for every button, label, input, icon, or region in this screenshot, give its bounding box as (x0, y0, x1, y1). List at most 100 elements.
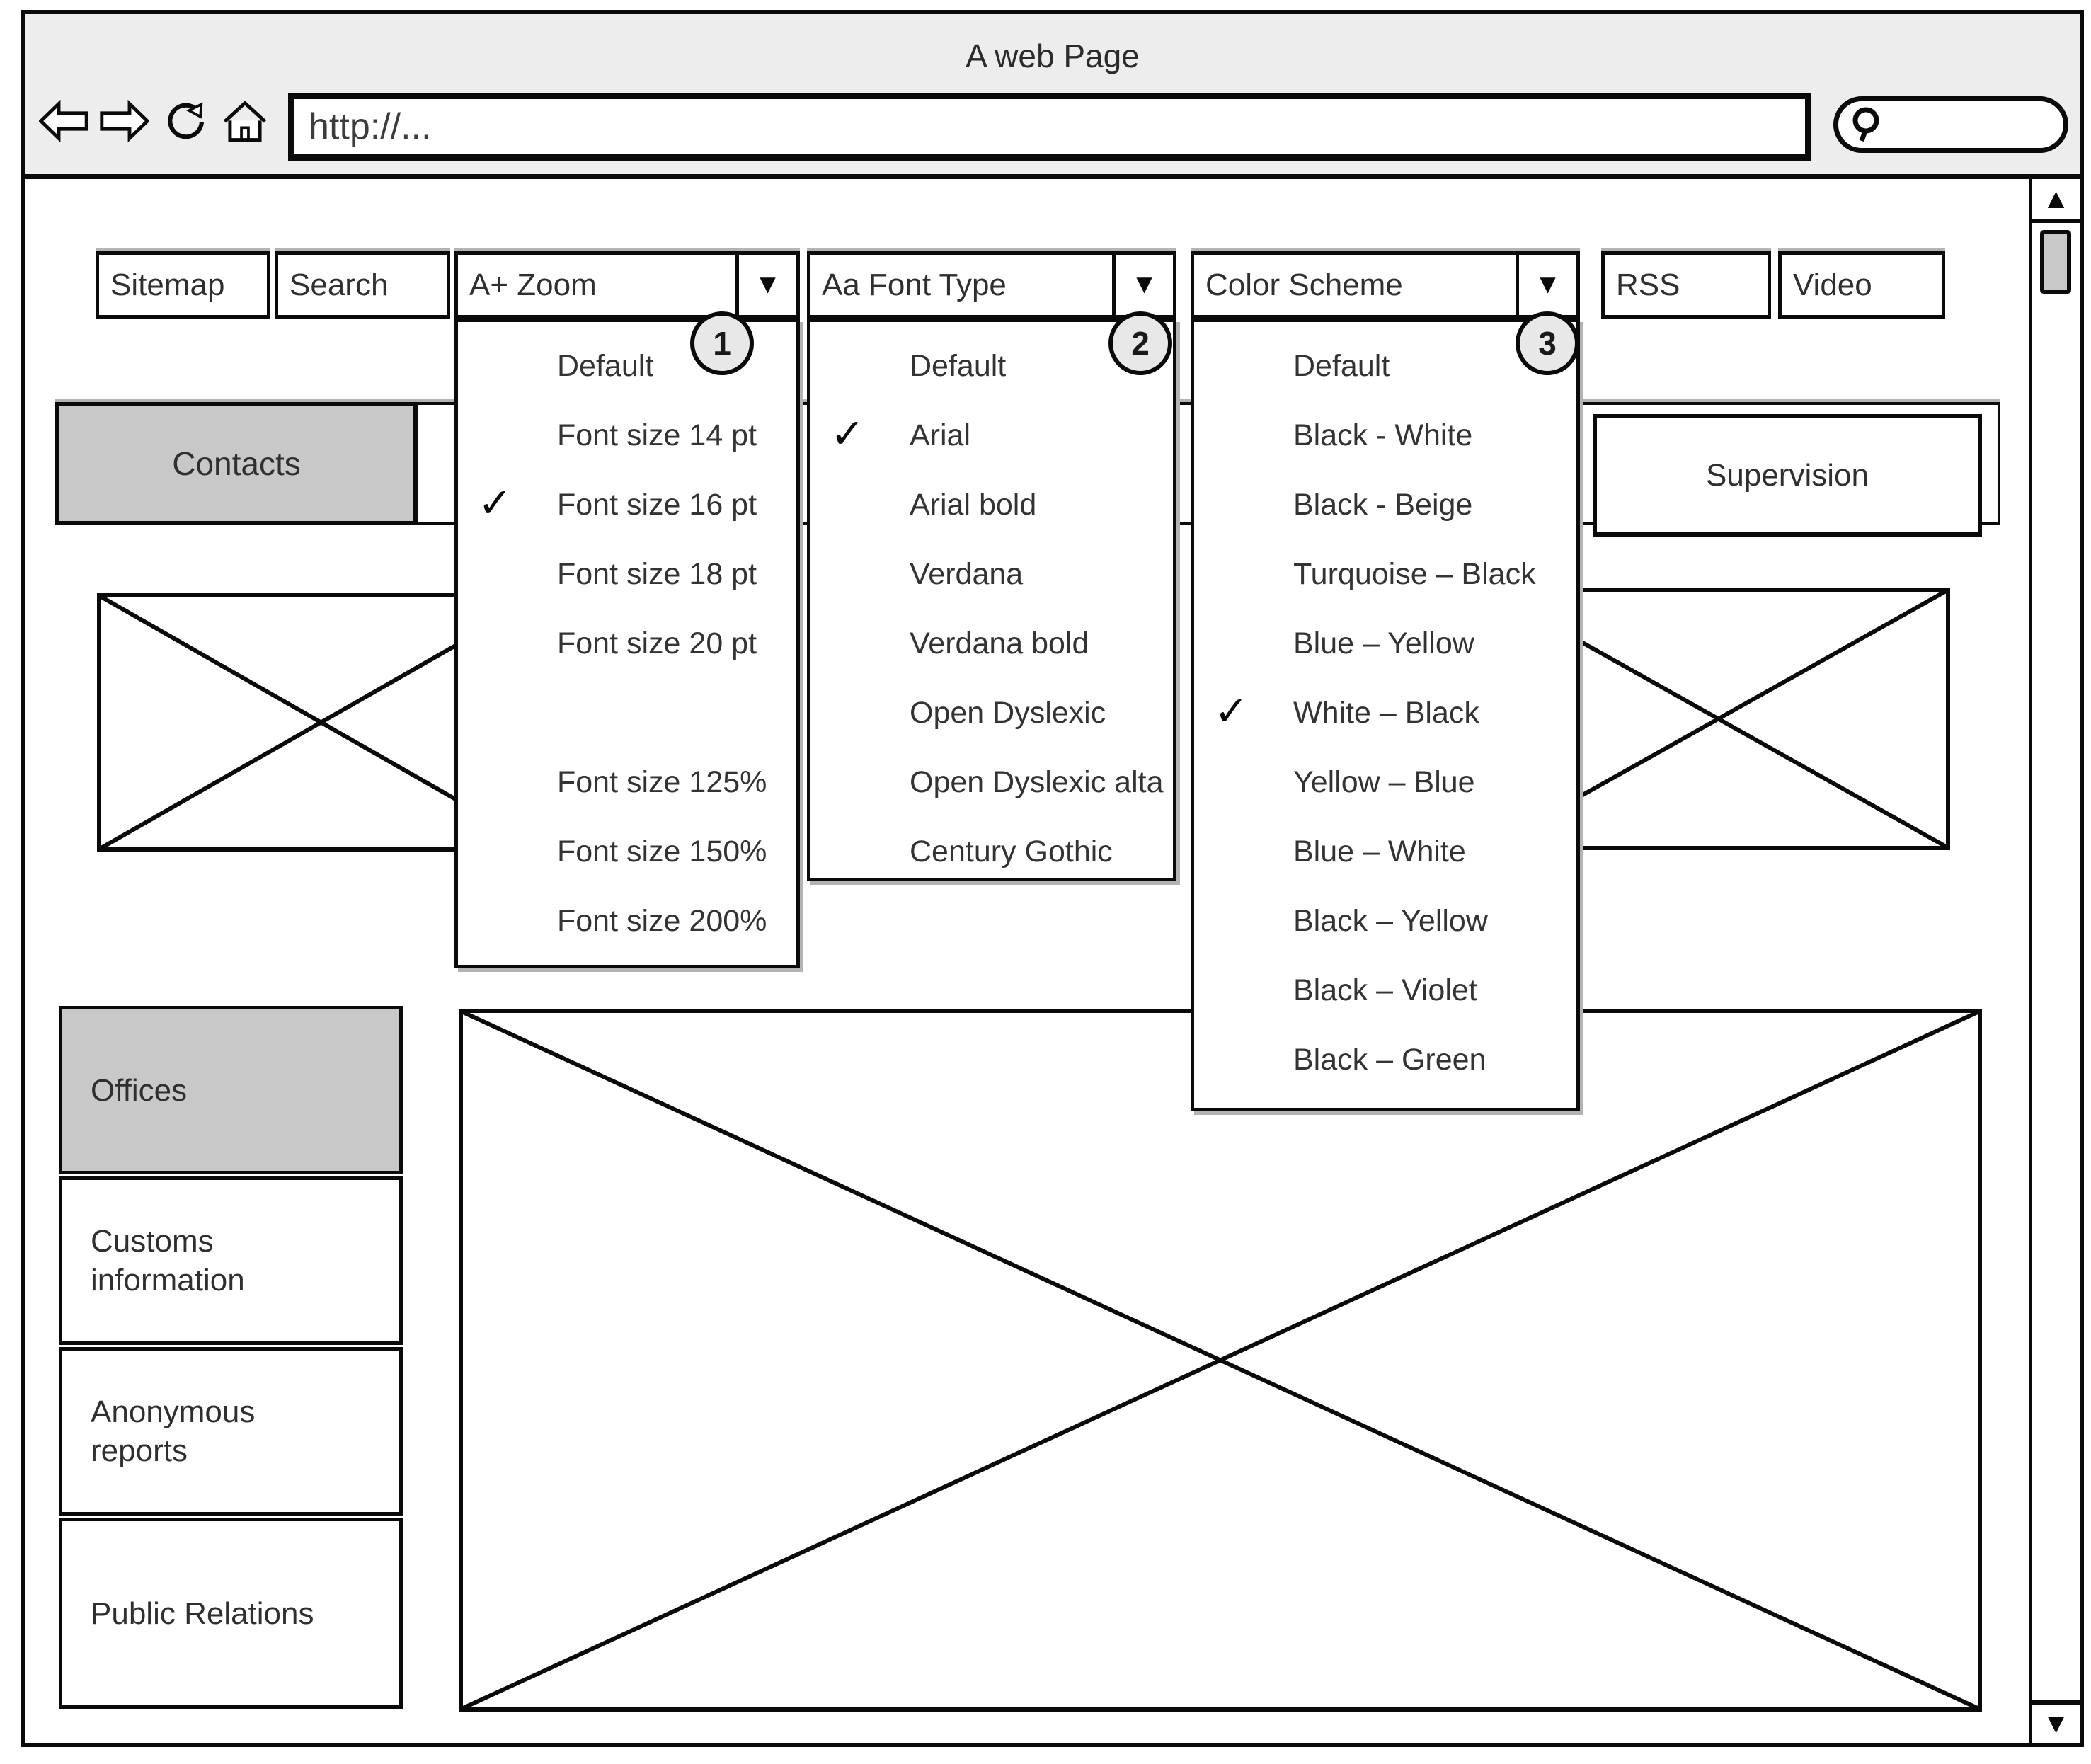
home-icon (223, 101, 267, 142)
callout-badge-3: 3 (1516, 311, 1579, 375)
menu-item[interactable]: ✓ Turquoise – Black (1194, 539, 1576, 609)
menu-item[interactable]: ✓ Verdana (810, 539, 1173, 609)
menu-item-label: Open Dyslexic alta (910, 764, 1164, 799)
callout-badge-1: 1 (690, 311, 754, 375)
toolbar-button-video[interactable]: Video (1778, 251, 1945, 319)
triangle-up-icon: ▲ (2041, 183, 2070, 214)
menu-item[interactable]: ✓ Black – Yellow (1194, 886, 1576, 956)
check-icon: ✓ (1214, 688, 1249, 735)
menu-item[interactable]: ✓ (458, 678, 796, 748)
back-button[interactable] (35, 93, 92, 149)
menu-item-label: Black - White (1293, 418, 1473, 452)
menu-item-label: Font size 18 pt (557, 556, 757, 591)
sidebar-item[interactable]: Public Relations (59, 1518, 403, 1709)
image-placeholder-main (459, 1009, 1982, 1712)
menu-item-label: Black - Beige (1293, 487, 1473, 522)
menu-item[interactable]: ✓ Verdana bold (810, 609, 1173, 678)
dropdown-color-scheme[interactable]: Color Scheme ▼ (1191, 251, 1580, 319)
sidebar-item-label: Customs information (91, 1224, 245, 1298)
menu-item[interactable]: ✓ Black - White (1194, 401, 1576, 470)
sidebar-item[interactable]: Customs information (59, 1176, 403, 1345)
scrollbar-thumb[interactable] (2040, 230, 2071, 294)
sidebar-item-label: Offices (91, 1072, 188, 1108)
menu-item[interactable]: ✓ Arial bold (810, 470, 1173, 539)
menu-item[interactable]: ✓ Arial (810, 401, 1173, 470)
sidebar-item-label: Public Relations (91, 1596, 314, 1631)
menu-item[interactable]: ✓ White – Black (1194, 678, 1576, 748)
toolbar-button-rss[interactable]: RSS (1601, 251, 1771, 319)
dropdown-color-scheme-label: Color Scheme (1205, 267, 1403, 302)
scroll-down-button[interactable]: ▼ (2032, 1700, 2080, 1743)
back-arrow-icon (39, 99, 88, 143)
menu-item-label: Century Gothic (910, 834, 1113, 869)
menu-item-label: Font size 14 pt (557, 418, 757, 452)
url-input[interactable] (294, 105, 1805, 148)
menu-item[interactable]: ✓ Blue – White (1194, 817, 1576, 886)
menu-item[interactable]: ✓ Century Gothic (810, 817, 1173, 886)
menu-item[interactable]: ✓ Black – Green (1194, 1025, 1576, 1094)
menu-item-label: Font size 20 pt (557, 626, 757, 660)
menu-item[interactable]: ✓ Font size 150% (458, 817, 796, 886)
menu-item-label: Font size 125% (557, 764, 767, 799)
menu-item-label: Font size 16 pt (557, 487, 757, 522)
menu-item-label: Black – Green (1293, 1042, 1486, 1077)
menu-item-label: Turquoise – Black (1293, 556, 1536, 591)
scrollbar[interactable]: ▲ ▼ (2029, 179, 2080, 1743)
zoom-menu: ✓ Default ✓ Font size 14 pt ✓ Font size … (454, 319, 800, 968)
tab-supervision[interactable]: Supervision (1593, 414, 1982, 537)
menu-item[interactable]: ✓ Black - Beige (1194, 470, 1576, 539)
menu-item[interactable]: ✓ Open Dyslexic (810, 678, 1173, 748)
chevron-down-icon: ▼ (1516, 255, 1576, 315)
menu-item[interactable]: ✓ Font size 16 pt (458, 470, 796, 539)
menu-item[interactable]: ✓ Blue – Yellow (1194, 609, 1576, 678)
menu-item[interactable]: ✓ Default (1194, 331, 1576, 401)
chevron-down-icon: ▼ (1112, 255, 1173, 315)
menu-item[interactable]: ✓ Font size 200% (458, 886, 796, 956)
dropdown-font-type[interactable]: Aa Font Type ▼ (807, 251, 1176, 319)
callout-badge-2: 2 (1108, 311, 1172, 375)
browser-window: A web Page (21, 10, 2084, 1747)
menu-item[interactable]: ✓ Font size 14 pt (458, 401, 796, 470)
url-bar[interactable] (288, 93, 1811, 161)
home-button[interactable] (218, 93, 272, 149)
menu-item-label: Arial (910, 418, 971, 452)
tab-contacts[interactable]: Contacts (55, 402, 418, 525)
sidebar: Offices Customs information Anonymous re… (59, 1006, 403, 1711)
dropdown-font-type-label: Aa Font Type (822, 267, 1007, 302)
menu-item-label: Open Dyslexic (910, 695, 1106, 730)
menu-item-label: White – Black (1293, 695, 1479, 730)
font-type-menu: ✓ Default ✓ Arial ✓ Arial bold ✓ (807, 319, 1176, 881)
check-icon: ✓ (830, 411, 865, 457)
browser-chrome: A web Page (25, 14, 2080, 179)
sidebar-item[interactable]: Anonymous reports (59, 1347, 403, 1516)
search-box[interactable] (1833, 96, 2068, 153)
scroll-up-button[interactable]: ▲ (2032, 179, 2080, 223)
refresh-icon (168, 102, 205, 139)
refresh-button[interactable] (160, 93, 211, 149)
menu-item[interactable]: ✓ Black – Violet (1194, 956, 1576, 1025)
menu-item[interactable]: ✓ Default (810, 331, 1173, 401)
font-type-menu-list: ✓ Default ✓ Arial ✓ Arial bold ✓ (810, 322, 1173, 878)
menu-item[interactable]: ✓ Open Dyslexic alta (810, 748, 1173, 817)
menu-item-label: Blue – Yellow (1293, 626, 1474, 660)
search-icon (1850, 105, 1888, 144)
dropdown-zoom[interactable]: A+ Zoom ▼ (454, 251, 800, 319)
sidebar-item[interactable]: Offices (59, 1006, 403, 1174)
forward-arrow-icon (100, 99, 149, 143)
menu-item[interactable]: ✓ Font size 20 pt (458, 609, 796, 678)
menu-item[interactable]: ✓ Yellow – Blue (1194, 748, 1576, 817)
dropdown-zoom-label: A+ Zoom (469, 267, 597, 302)
color-scheme-menu: ✓ Default ✓ Black - White ✓ Black - Beig… (1191, 319, 1580, 1111)
toolbar-button-search[interactable]: Search (275, 251, 450, 319)
menu-item[interactable]: ✓ Default (458, 331, 796, 401)
toolbar-button-sitemap[interactable]: Sitemap (96, 251, 270, 319)
menu-item-label: Default (557, 348, 654, 383)
sidebar-item-label: Anonymous reports (91, 1394, 256, 1468)
menu-item-label: Font size 150% (557, 834, 767, 869)
menu-item[interactable]: ✓ Font size 125% (458, 748, 796, 817)
menu-item-label: Yellow – Blue (1293, 764, 1475, 799)
window-title: A web Page (966, 38, 1140, 74)
forward-button[interactable] (96, 93, 153, 149)
menu-item[interactable]: ✓ Font size 18 pt (458, 539, 796, 609)
